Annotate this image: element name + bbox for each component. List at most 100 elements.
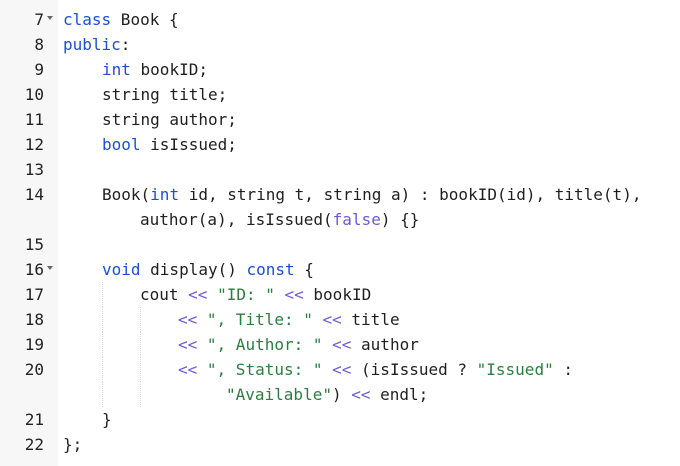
line-number: 18 [24, 310, 44, 329]
line-number-gutter [0, 0, 58, 466]
indent-guide [140, 307, 141, 332]
code-text: bool isIssued; [102, 132, 237, 157]
code-text: Book(int id, string t, string a) : bookI… [102, 182, 641, 207]
code-token: << [332, 335, 352, 354]
code-token: string author; [102, 110, 237, 129]
code-token: ) {} [380, 210, 420, 229]
code-token: void [102, 260, 141, 279]
line-number: 17 [24, 285, 44, 304]
code-line: 15 [0, 232, 680, 257]
code-text: }; [63, 432, 82, 457]
code-token: int [150, 185, 180, 204]
code-token [313, 310, 323, 329]
line-number: 15 [24, 235, 44, 254]
line-number: 7 [34, 10, 44, 29]
fold-arrow-icon[interactable] [47, 16, 53, 20]
code-token: author(a), isIssued( [140, 210, 333, 229]
code-text: cout << "ID: " << bookID [140, 282, 371, 307]
code-text: << ", Status: " << (isIssued ? "Issued" … [178, 357, 573, 382]
line-number: 20 [24, 360, 44, 379]
code-token: (isIssued ? [351, 360, 477, 379]
indent-guide [140, 382, 141, 407]
code-line: 20 << ", Status: " << (isIssued ? "Issued… [0, 357, 680, 382]
code-line: 21} [0, 407, 680, 432]
code-token: << [178, 360, 198, 379]
code-token: bool [102, 135, 141, 154]
code-token [197, 335, 207, 354]
code-token [323, 335, 333, 354]
line-number: 8 [34, 35, 44, 54]
code-token: author [351, 335, 419, 354]
code-text: class Book { [63, 7, 179, 32]
code-token: << [351, 385, 371, 404]
code-token: ", Title: " [206, 310, 313, 329]
code-token: isIssued; [140, 135, 237, 154]
code-line: 22}; [0, 432, 680, 457]
line-number: 16 [24, 260, 44, 279]
code-token: << [322, 310, 342, 329]
code-token: endl; [370, 385, 429, 404]
code-token: : [120, 35, 131, 54]
code-text: public: [63, 32, 130, 57]
code-token [197, 360, 207, 379]
indent-guide [140, 332, 141, 357]
code-line: "Available") << endl; [0, 382, 680, 407]
code-token: cout [140, 285, 189, 304]
indent-guide [140, 357, 141, 382]
code-text: void display() const { [102, 257, 314, 282]
code-text: author(a), isIssued(false) {} [140, 207, 419, 232]
code-token: } [102, 410, 112, 429]
line-number: 12 [24, 135, 44, 154]
code-text: "Available") << endl; [226, 382, 428, 407]
code-token: "Issued" [476, 360, 554, 379]
code-token [275, 285, 285, 304]
code-line: 7 class Book { [0, 7, 680, 32]
code-text: int bookID; [102, 57, 208, 82]
code-line: author(a), isIssued(false) {} [0, 207, 680, 232]
indent-guide [102, 282, 103, 307]
code-line: 12 bool isIssued; [0, 132, 680, 157]
code-text: << ", Author: " << author [178, 332, 419, 357]
code-line: 14 Book(int id, string t, string a) : boo… [0, 182, 680, 207]
code-token: bookID; [130, 60, 208, 79]
line-number: 9 [34, 60, 44, 79]
code-token: string title; [102, 85, 228, 104]
code-token: public [63, 35, 121, 54]
code-token: << [332, 360, 352, 379]
code-token: "Available" [226, 385, 332, 404]
code-line: 9 int bookID; [0, 57, 680, 82]
line-number: 19 [24, 335, 44, 354]
code-token: bookID [303, 285, 372, 304]
code-token: false [332, 210, 381, 229]
code-token: << [284, 285, 304, 304]
fold-arrow-icon[interactable] [47, 266, 53, 270]
code-line: 19 << ", Author: " << author [0, 332, 680, 357]
code-text: string title; [102, 82, 227, 107]
code-text: } [102, 407, 112, 432]
code-token: const [246, 260, 295, 279]
code-token: title [341, 310, 400, 329]
code-token [207, 285, 217, 304]
code-text: << ", Title: " << title [178, 307, 400, 332]
line-number: 21 [24, 410, 44, 429]
code-token: ", Author: " [206, 335, 323, 354]
indent-guide [102, 382, 103, 407]
line-number: 22 [24, 435, 44, 454]
code-token: class [63, 10, 112, 29]
code-token: "ID: " [217, 285, 275, 304]
line-number: 14 [24, 185, 44, 204]
indent-guide [102, 307, 103, 332]
indent-guide [102, 332, 103, 357]
code-token: << [178, 335, 198, 354]
code-text: string author; [102, 107, 237, 132]
code-line: 17 cout << "ID: " << bookID [0, 282, 680, 307]
code-token: }; [63, 435, 83, 454]
code-token [197, 310, 207, 329]
code-token [323, 360, 333, 379]
code-token: display() [140, 260, 247, 279]
code-token: { [294, 260, 314, 279]
indent-guide [102, 357, 103, 382]
